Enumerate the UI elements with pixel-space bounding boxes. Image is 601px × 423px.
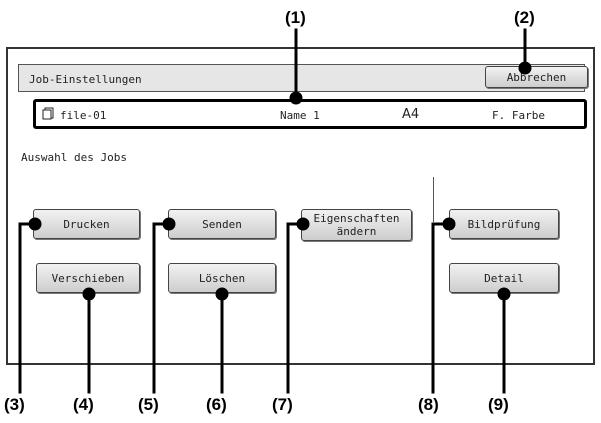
- job-file-name: file-01: [60, 109, 107, 122]
- job-color-mode: F. Farbe: [492, 109, 545, 122]
- callout-2: (2): [514, 8, 535, 27]
- job-selection-label: Auswahl des Jobs: [21, 151, 127, 164]
- change-properties-button[interactable]: Eigenschaften ändern: [301, 209, 412, 241]
- job-user-name: Name 1: [280, 109, 320, 122]
- job-paper-size: A4: [402, 107, 420, 122]
- callout-7: (7): [272, 395, 293, 414]
- send-button[interactable]: Senden: [168, 209, 276, 239]
- callout-4: (4): [73, 395, 94, 414]
- job-settings-screen: Job-Einstellungen Abbrechen file-01 Name…: [6, 47, 595, 365]
- cancel-button[interactable]: Abbrechen: [485, 66, 588, 88]
- callout-1: (1): [285, 8, 306, 27]
- callout-9: (9): [488, 395, 509, 414]
- callout-6: (6): [206, 395, 227, 414]
- print-button[interactable]: Drucken: [33, 209, 140, 239]
- job-info-row: file-01 Name 1 A4 F. Farbe: [33, 99, 587, 129]
- image-check-button[interactable]: Bildprüfung: [449, 209, 559, 239]
- separator-line: [433, 177, 434, 222]
- delete-button[interactable]: Löschen: [168, 263, 276, 293]
- move-button[interactable]: Verschieben: [36, 263, 140, 293]
- screen-title: Job-Einstellungen: [29, 73, 142, 86]
- callout-3: (3): [4, 395, 25, 414]
- callout-8: (8): [418, 395, 439, 414]
- callout-5: (5): [138, 395, 159, 414]
- title-bar: Job-Einstellungen Abbrechen: [18, 64, 588, 92]
- detail-button[interactable]: Detail: [449, 263, 559, 293]
- document-stack-icon: [42, 105, 54, 124]
